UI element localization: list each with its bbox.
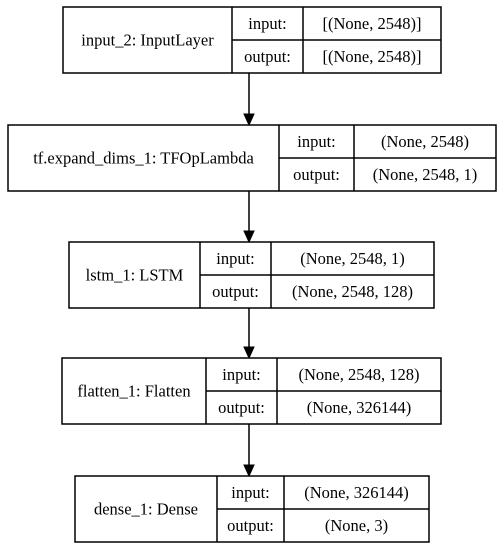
- input-shape: (None, 2548, 128): [299, 365, 420, 384]
- input-label: input:: [297, 132, 336, 151]
- layer-name: input_2: InputLayer: [81, 31, 214, 50]
- arrowhead-icon: [243, 113, 255, 127]
- layer-node: tf.expand_dims_1: TFOpLambda input: output…: [7, 124, 497, 192]
- input-label: input:: [216, 249, 255, 268]
- input-shape: (None, 2548, 1): [300, 249, 404, 268]
- input-shape: (None, 2548): [381, 132, 469, 151]
- input-label: input:: [231, 483, 270, 502]
- edges-layer: [243, 73, 255, 478]
- edge-arrow: [243, 73, 255, 127]
- layer-node: flatten_1: Flatten input: output: (None, 25…: [61, 357, 442, 425]
- layer-name: flatten_1: Flatten: [77, 382, 190, 401]
- output-label: output:: [244, 47, 291, 66]
- output-shape: (None, 2548, 1): [373, 165, 477, 184]
- output-shape: (None, 2548, 128): [292, 282, 413, 301]
- output-label: output:: [227, 516, 274, 535]
- arrowhead-icon: [243, 346, 255, 360]
- output-label: output:: [293, 165, 340, 184]
- output-shape: (None, 3): [325, 516, 388, 535]
- input-label: input:: [222, 365, 261, 384]
- arrowhead-icon: [243, 464, 255, 478]
- layer-node: lstm_1: LSTM input: output: (None, 2548, 1)…: [68, 241, 435, 309]
- edge-arrow: [243, 308, 255, 360]
- layer-name: lstm_1: LSTM: [86, 266, 184, 285]
- layer-node: input_2: InputLayer input: output: [(None, …: [62, 6, 442, 74]
- layer-name: dense_1: Dense: [94, 500, 198, 519]
- layer-node: dense_1: Dense input: output: (None, 326144…: [74, 475, 430, 543]
- output-shape: [(None, 2548)]: [323, 47, 422, 66]
- input-shape: (None, 326144): [304, 483, 408, 502]
- nodes-layer: input_2: InputLayer input: output: [(None, …: [7, 6, 497, 543]
- output-label: output:: [212, 282, 259, 301]
- arrowhead-icon: [243, 230, 255, 244]
- layer-name: tf.expand_dims_1: TFOpLambda: [33, 149, 254, 168]
- edge-arrow: [243, 191, 255, 244]
- input-shape: [(None, 2548)]: [323, 14, 422, 33]
- output-label: output:: [218, 398, 265, 417]
- edge-arrow: [243, 424, 255, 478]
- output-shape: (None, 326144): [307, 398, 411, 417]
- input-label: input:: [248, 14, 287, 33]
